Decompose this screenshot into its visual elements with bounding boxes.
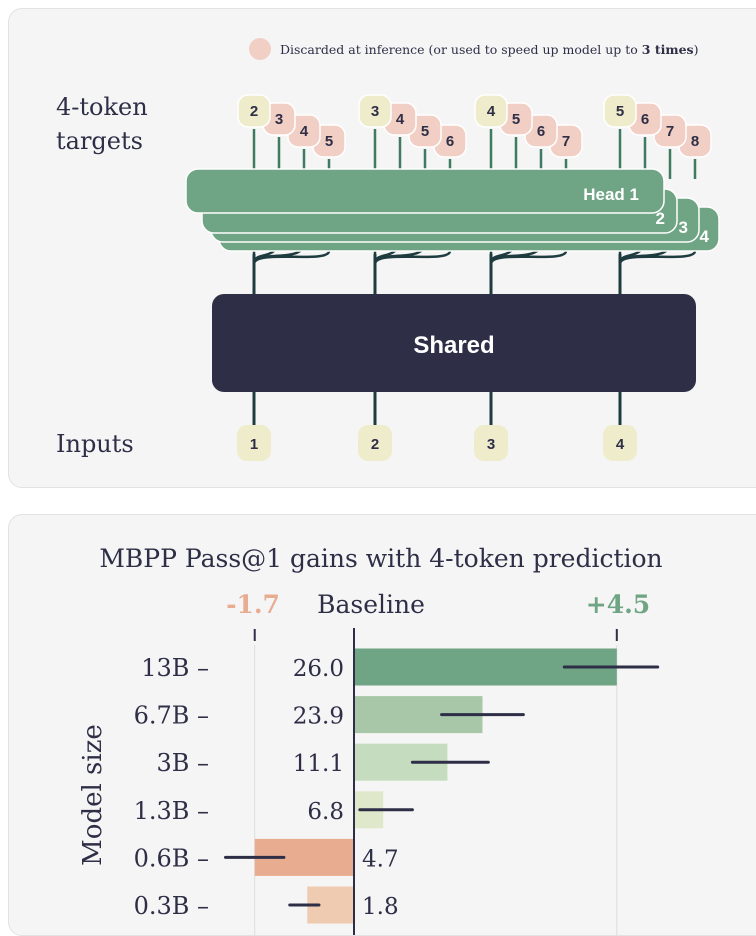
shared-label: Shared <box>413 332 494 359</box>
shared-trunk-block <box>212 294 696 392</box>
inputs-label: Inputs <box>56 430 134 458</box>
head-1-label: Head 1 <box>583 185 639 204</box>
kept-target-token <box>358 94 392 128</box>
input-token <box>237 425 271 461</box>
head-fork-branch <box>252 250 331 265</box>
input-token-label: 2 <box>371 436 379 453</box>
target-token-label: 8 <box>691 133 699 150</box>
head-1-bar <box>185 168 665 214</box>
kept-target-token <box>603 94 637 128</box>
baseline-label: Baseline <box>317 590 425 619</box>
head-fork-branch <box>618 250 697 265</box>
mbpp-chart-panel: MBPP Pass@1 gains with 4-token predictio… <box>8 514 756 936</box>
target-token-label: 4 <box>300 123 309 140</box>
left-ref-label: -1.7 <box>226 590 280 619</box>
category-label: 13B – <box>141 654 209 682</box>
kept-target-token <box>474 94 508 128</box>
mbpp-gain-chart: MBPP Pass@1 gains with 4-token predictio… <box>78 544 663 935</box>
right-ref-label: +4.5 <box>586 590 650 619</box>
category-label: 1.3B – <box>134 797 209 825</box>
target-token-label: 6 <box>641 111 649 128</box>
category-label: 0.3B – <box>134 892 209 920</box>
baseline-value-label: 11.1 <box>293 751 344 777</box>
category-label: 0.6B – <box>134 844 209 872</box>
head-2-label: 2 <box>656 209 665 228</box>
baseline-value-label: 1.8 <box>362 894 399 920</box>
discarded-legend-swatch <box>249 38 271 60</box>
target-token-label: 4 <box>396 111 405 128</box>
input-token <box>603 425 637 461</box>
target-token-label: 5 <box>512 111 520 128</box>
targets-label-line2: targets <box>56 127 143 155</box>
baseline-value-label: 6.8 <box>307 799 344 825</box>
target-token-label: 7 <box>562 133 570 150</box>
y-axis-label: Model size <box>78 724 108 866</box>
baseline-value-label: 4.7 <box>362 846 399 872</box>
head-3-label: 3 <box>679 218 688 237</box>
target-token-label: 3 <box>275 111 283 128</box>
chart-title: MBPP Pass@1 gains with 4-token predictio… <box>99 544 662 573</box>
category-label: 3B – <box>156 749 209 777</box>
target-token-label: 3 <box>371 103 379 120</box>
target-token-label: 5 <box>325 133 333 150</box>
target-token-label: 6 <box>537 123 545 140</box>
targets-label-line1: 4-token <box>56 93 148 121</box>
head-fork-branch <box>373 250 452 265</box>
architecture-diagram: Discarded at inference (or used to speed… <box>56 38 720 461</box>
target-token-label: 5 <box>421 123 429 140</box>
kept-target-token <box>237 94 271 128</box>
legend-text: Discarded at inference (or used to speed… <box>280 42 698 57</box>
head-fork-branch <box>489 250 568 265</box>
target-token-label: 4 <box>487 103 496 120</box>
input-token-label: 4 <box>616 436 625 453</box>
baseline-value-label: 23.9 <box>293 704 344 730</box>
head-4-label: 4 <box>700 227 710 246</box>
architecture-diagram-panel: Discarded at inference (or used to speed… <box>8 8 756 488</box>
baseline-value-label: 26.0 <box>293 656 344 682</box>
input-token-label: 3 <box>487 436 495 453</box>
target-token-label: 2 <box>250 103 258 120</box>
input-token-label: 1 <box>250 436 258 453</box>
target-token-label: 5 <box>616 103 624 120</box>
input-token <box>358 425 392 461</box>
category-label: 6.7B – <box>134 702 209 730</box>
input-token <box>474 425 508 461</box>
target-token-label: 6 <box>446 133 454 150</box>
target-token-label: 7 <box>666 123 674 140</box>
